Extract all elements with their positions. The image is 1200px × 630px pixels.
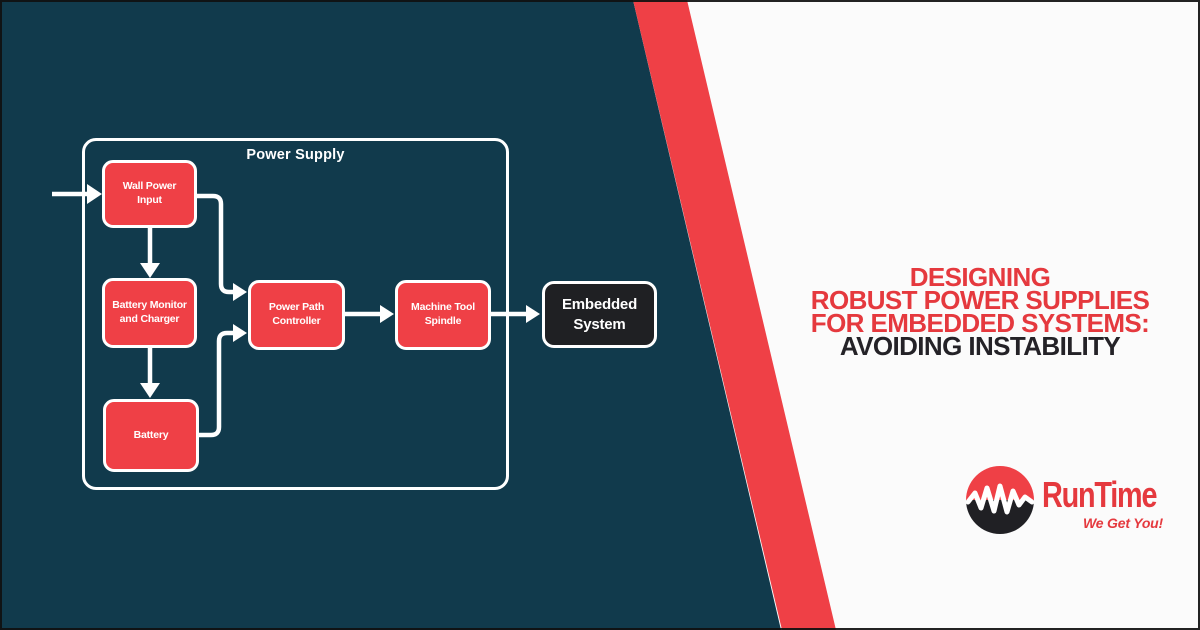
node-label: Machine Tool Spindle [411,301,475,327]
node-power-path-controller: Power Path Controller [248,280,345,350]
node-label: Battery Monitor and Charger [112,299,187,325]
node-label: Power Path Controller [268,301,325,327]
headline-line-4: AVOIDING INSTABILITY [839,331,1121,361]
arrow-power-path-to-spindle [345,305,394,323]
headline-line-2: ROBUST POWER SUPPLIES [810,285,1150,315]
arrow-battery-monitor-to-battery [140,348,160,398]
arrow-spindle-to-embedded-system [491,305,540,323]
node-label: Embedded System [561,296,638,333]
headline: DESIGNING ROBUST POWER SUPPLIES FOR EMBE… [750,262,1200,361]
node-label: Battery [133,428,169,441]
node-machine-tool-spindle: Machine Tool Spindle [395,280,491,350]
runtime-logo-text: RunTime We Get You! [1042,474,1163,532]
arrow-external-to-wall-power [52,184,102,204]
node-battery: Battery [103,399,199,472]
node-battery-monitor-charger: Battery Monitor and Charger [102,278,197,348]
arrow-battery-to-power-path [199,324,247,438]
headline-line-3: FOR EMBEDDED SYSTEMS: [810,308,1150,338]
node-label: Wall Power Input [122,180,177,206]
arrow-wall-power-to-power-path [197,193,247,301]
power-supply-group-label: Power Supply [246,147,345,163]
node-wall-power-input: Wall Power Input [102,160,197,228]
runtime-logo-mark [966,466,1034,534]
diagram-connectors [0,0,760,630]
node-embedded-system: Embedded System [542,281,657,348]
pulse-waveform-icon [966,483,1034,515]
runtime-brand-name: RunTime [1042,474,1157,515]
arrow-wall-power-to-battery-monitor [140,228,160,278]
headline-line-1: DESIGNING [909,262,1051,292]
runtime-tagline: We Get You! [1083,515,1163,531]
